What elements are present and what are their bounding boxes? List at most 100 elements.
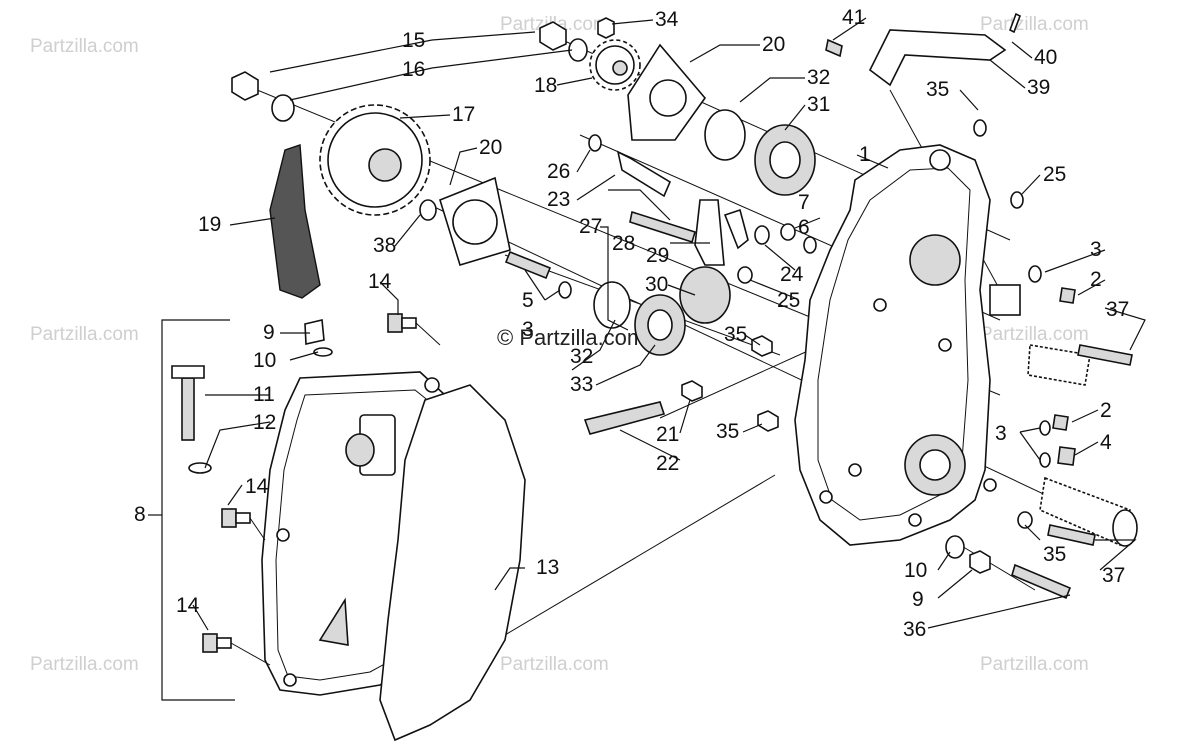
fill-plug-washer	[313, 347, 333, 357]
bolt-4	[1057, 446, 1076, 466]
callout-12: 12	[253, 411, 276, 434]
drive-components	[231, 17, 641, 299]
tensioner-plate	[723, 208, 749, 250]
watermark-top-right: Partzilla.com	[980, 14, 1089, 35]
callout-10-left: 10	[253, 349, 276, 372]
nut-21	[681, 380, 703, 402]
axis-line-mid	[429, 204, 1121, 531]
callout-31: 31	[807, 93, 830, 116]
dipstick-head	[171, 365, 205, 379]
cover-boss	[345, 433, 375, 467]
callout-1: 1	[859, 143, 871, 166]
chaincase-housing	[794, 12, 1138, 600]
callout-37-lower: 37	[1102, 564, 1125, 587]
shaft-lower-end	[1112, 509, 1138, 547]
callout-30: 30	[645, 273, 668, 296]
small-sprocket-hub	[612, 60, 628, 76]
pin-40	[1008, 12, 1022, 34]
cover-hole-3	[283, 673, 297, 687]
roller-30	[679, 266, 731, 324]
washer-26	[588, 134, 602, 152]
callout-23: 23	[547, 188, 570, 211]
watermark-mid-right: Partzilla.com	[980, 324, 1089, 345]
dipstick-shaft	[181, 377, 195, 441]
callout-3-mid: 3	[522, 318, 534, 341]
nut-15-right	[539, 21, 567, 51]
callout-9-left: 9	[263, 321, 275, 344]
callout-11: 11	[253, 383, 275, 406]
callout-33: 33	[570, 373, 593, 396]
nut-35-middle	[757, 410, 779, 432]
callout-39: 39	[1027, 76, 1050, 99]
callout-9-right: 9	[912, 588, 924, 611]
cover-hole-1	[424, 377, 440, 393]
nut-25-right	[1010, 191, 1024, 209]
callout-32-lower: 32	[570, 345, 593, 368]
callout-29: 29	[646, 244, 669, 267]
bearing-plate-lower-bore	[452, 199, 498, 245]
washer-10-right	[945, 535, 965, 559]
callout-25-mid: 25	[777, 289, 800, 312]
watermark-bottom-left: Partzilla.com	[30, 654, 139, 675]
callout-27: 27	[579, 215, 602, 238]
nut-35-upper	[751, 335, 773, 357]
cover-slot	[318, 597, 349, 646]
case-hole-3	[938, 338, 952, 352]
drive-chain	[269, 144, 321, 299]
nut-35-lower	[1017, 511, 1033, 529]
case-hole-7	[819, 490, 833, 504]
callout-14-mid: 14	[245, 475, 269, 498]
callout-13: 13	[536, 556, 559, 579]
cover-hole-2	[276, 528, 290, 542]
nut-25-lower	[737, 266, 753, 284]
callout-20-top: 20	[762, 33, 785, 56]
callout-2-lower: 2	[1100, 399, 1112, 422]
callout-32-top: 32	[807, 66, 830, 89]
plug-9-right	[969, 550, 991, 574]
callout-34: 34	[655, 8, 679, 31]
callout-3-lower: 3	[995, 422, 1007, 445]
callout-22: 22	[656, 452, 679, 475]
cover-assembly	[148, 313, 526, 742]
callout-14-top: 14	[368, 270, 392, 293]
watermark-center: © Partzilla.com	[497, 325, 645, 350]
spacer-38	[419, 199, 437, 221]
callout-35-middle: 35	[716, 420, 739, 443]
nut-15-left	[231, 71, 259, 101]
bolt-41	[825, 38, 843, 58]
callout-36: 36	[903, 618, 926, 641]
callout-7: 7	[798, 191, 810, 214]
callout-18: 18	[534, 74, 557, 97]
callout-16: 16	[402, 58, 425, 81]
cover-gasket	[379, 384, 526, 742]
chaincase	[794, 144, 991, 546]
watermark-bottom-right: Partzilla.com	[980, 654, 1089, 675]
nut-34	[597, 17, 615, 39]
watermark-group: Partzilla.com Partzilla.com Partzilla.co…	[30, 14, 1089, 675]
callout-6: 6	[798, 216, 810, 239]
stud-23	[616, 150, 672, 198]
callout-35-top: 35	[926, 78, 949, 101]
axis-line-plug	[959, 544, 1036, 591]
callout-38: 38	[373, 234, 396, 257]
callout-25-right: 25	[1043, 163, 1066, 186]
case-hole-6	[983, 478, 997, 492]
axis-line-bolt22	[659, 349, 811, 419]
bearing-components	[439, 43, 816, 356]
washer-3-lower	[558, 281, 572, 299]
case-hole-5	[908, 513, 922, 527]
bearing-lower-race	[647, 309, 673, 341]
washer-24	[754, 225, 770, 245]
cover-screw-top	[387, 313, 417, 333]
callout-10-right: 10	[904, 559, 927, 582]
fill-plug	[304, 319, 325, 345]
bolt-2-lower	[1052, 414, 1069, 431]
group-bracket-8	[161, 319, 235, 701]
shaft-upper	[1027, 344, 1091, 386]
washer-3-upper	[1028, 265, 1042, 283]
case-hole-1	[929, 149, 951, 171]
callout-labels: 15 16 34 20 18 32 31 17 20 26 23 1 41 40…	[134, 6, 1129, 641]
callout-8: 8	[134, 503, 146, 526]
leader-lines	[192, 17, 1146, 631]
mount-bracket	[868, 29, 1007, 87]
